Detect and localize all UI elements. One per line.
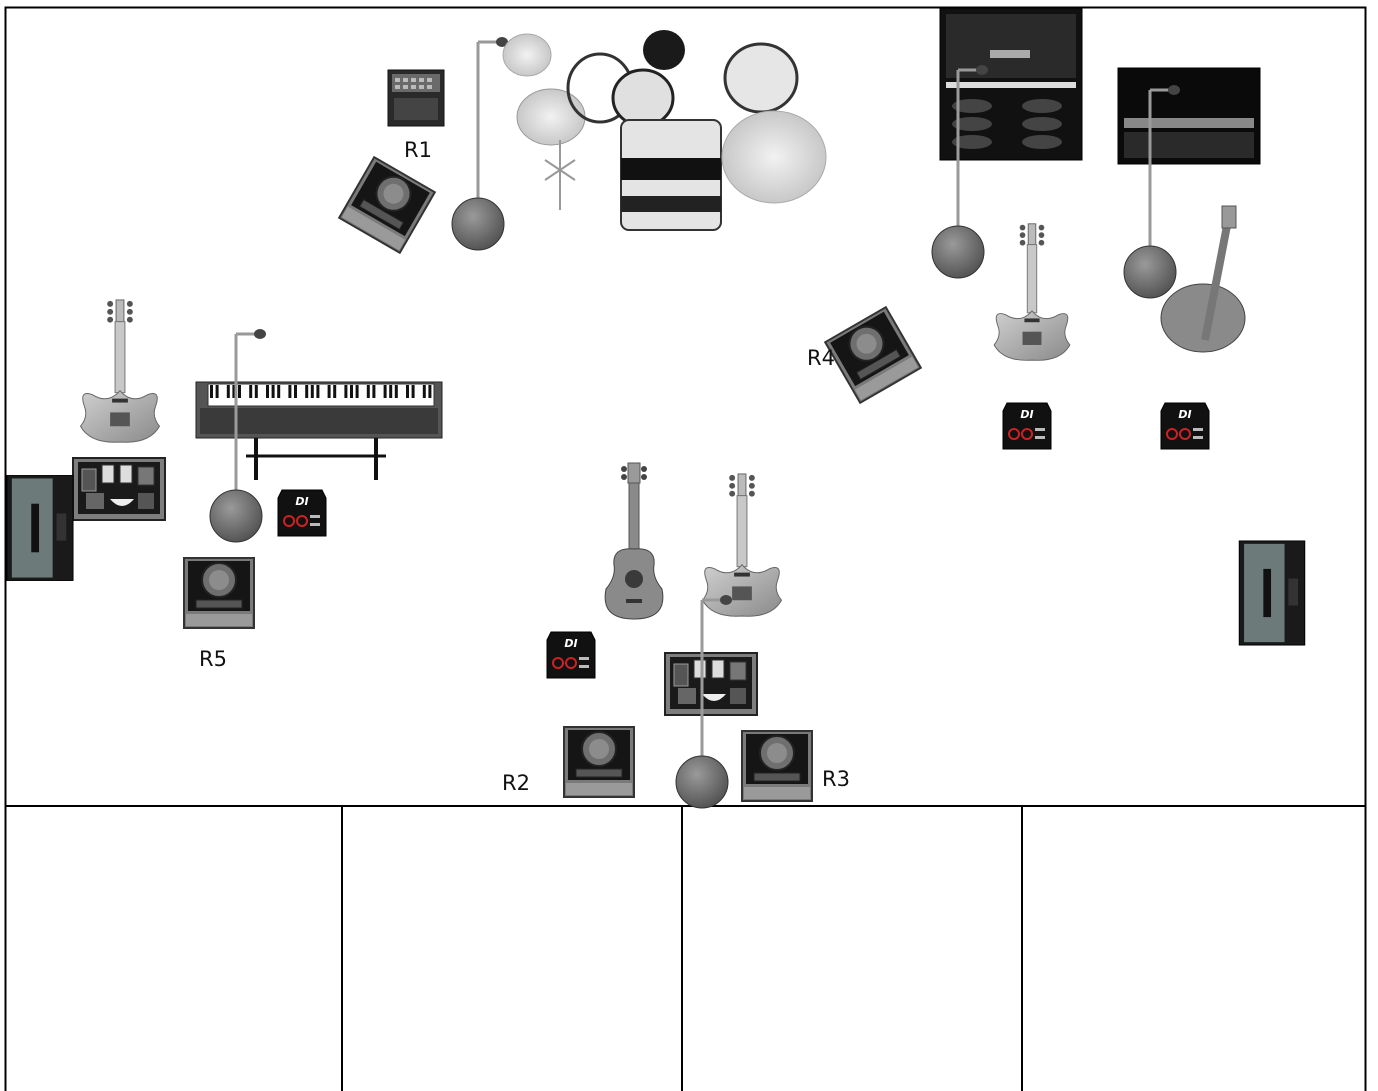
keyboard-black-key [355,385,359,398]
keyboard-black-key [305,385,309,398]
keyboard-black-key [288,385,292,398]
keyboard-black-key [232,385,236,398]
side-fill-speaker-right [1238,540,1306,646]
center-pedalboard [664,652,758,716]
monitor-wedge-r2 [562,725,636,799]
monitor-label-r3: R3 [822,767,850,791]
keyboard-black-key [406,385,409,398]
upright-bass-icon [1160,205,1246,353]
rack-tom-icon [611,68,675,128]
bottom-table [5,807,1366,1091]
drum-kit [502,30,827,231]
floor-tom-icon [723,42,799,114]
di-box-upright [1160,402,1210,450]
keyboard-black-key [277,385,281,398]
monitor-wedge-r1 [338,156,436,254]
guitar-amp-cabinet [1117,67,1261,165]
keyboard-black-key [389,385,393,398]
center-electric-guitar-icon [702,473,782,617]
table-cell [5,807,345,1091]
keyboard-icon [195,381,443,480]
monitor-label-r4: R4 [807,346,835,370]
acoustic-guitar-icon [604,462,664,620]
monitor-label-r2: R2 [502,771,530,795]
keyboard-black-key [428,385,432,398]
hihat-stand-icon [544,140,576,210]
keyboard-black-key [344,385,348,398]
keyboard-black-key [327,385,331,398]
monitor-label-r5: R5 [199,647,227,671]
keyboard-black-key [215,385,219,398]
di-box-bass [1002,402,1052,450]
keyboard-black-key [372,385,376,398]
keyboard-black-key [238,385,241,398]
side-fill-speaker-left [6,475,74,581]
left-electric-guitar-icon [80,299,160,443]
table-cell [1026,807,1366,1091]
hihat-icon [516,88,586,146]
drum-mic-stand [450,35,508,252]
ride-cymbal-icon [721,110,827,204]
bass-amp-cabinet [939,7,1083,161]
monitor-wedge-r4 [824,306,922,404]
keyboard-black-key [210,385,213,398]
stage-border [4,6,1367,1091]
keyboard-black-key [310,385,314,398]
keyboard-black-key [294,385,297,398]
keyboard-black-key [411,385,415,398]
keyboard-black-key [254,385,258,398]
di-box-keys [277,489,327,537]
keyboard-black-key [333,385,337,398]
table-cell [686,807,1026,1091]
di-box-acoustic [546,631,596,679]
keyboard-black-key [366,385,370,398]
keyboard-black-key [249,385,253,398]
keyboard-black-key [271,385,275,398]
keyboard-black-key [383,385,387,398]
keyboard-black-key [350,385,353,398]
bass-guitar-icon [993,223,1071,361]
monitor-wedge-r5 [183,557,255,629]
keyboard-black-key [422,385,426,398]
bass-drum-icon [620,119,722,231]
keyboard-black-key [394,385,398,398]
crash-cymbal-icon [502,33,552,77]
monitor-wedge-r3 [740,729,814,803]
drum-monitor-mixer [387,69,445,127]
keyboard-black-key [266,385,269,398]
left-pedalboard [72,457,166,521]
splash-cymbal-icon [643,30,685,70]
table-cell [345,807,685,1091]
keyboard-black-key [316,385,320,398]
monitor-label-r1: R1 [404,138,432,162]
keyboard-black-key [226,385,230,398]
